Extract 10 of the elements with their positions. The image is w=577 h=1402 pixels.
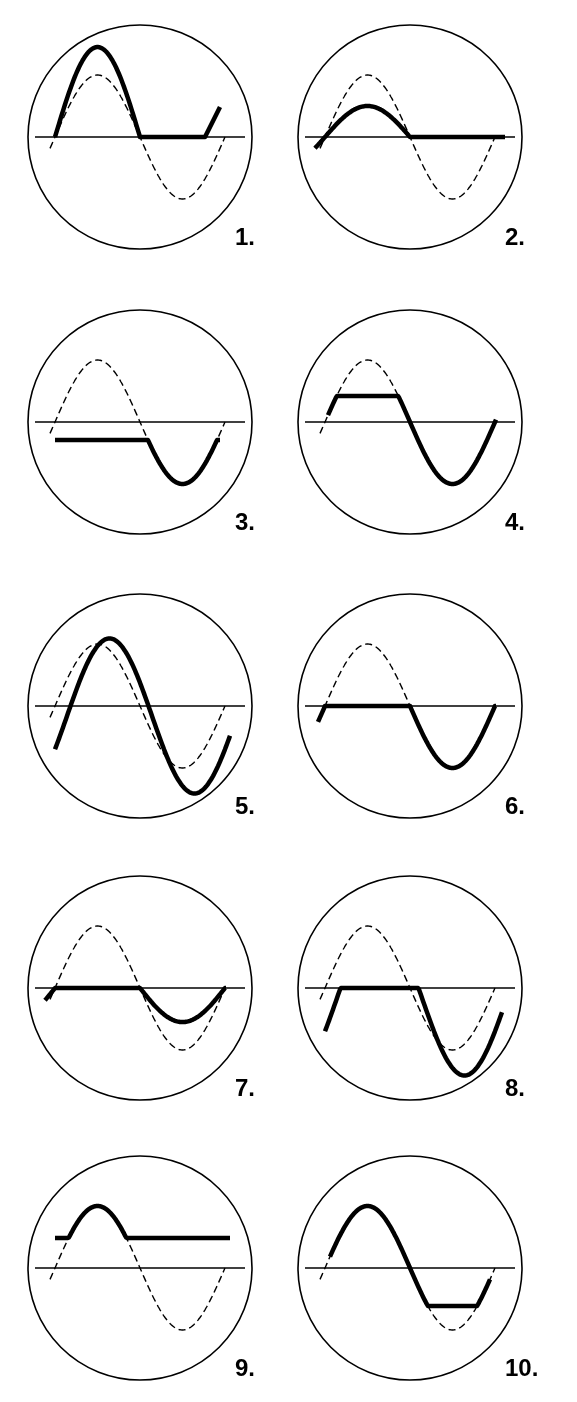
figure-number: 10. [505,1356,539,1380]
figure-number: 9. [235,1356,255,1380]
figure-number: 4. [505,510,525,534]
figure-number: 7. [235,1076,255,1100]
figure-number: 5. [235,794,255,818]
figure-number: 3. [235,510,255,534]
figure-number: 8. [505,1076,525,1100]
figure-number: 1. [235,225,255,249]
figure-number: 2. [505,225,525,249]
figure-number: 6. [505,794,525,818]
